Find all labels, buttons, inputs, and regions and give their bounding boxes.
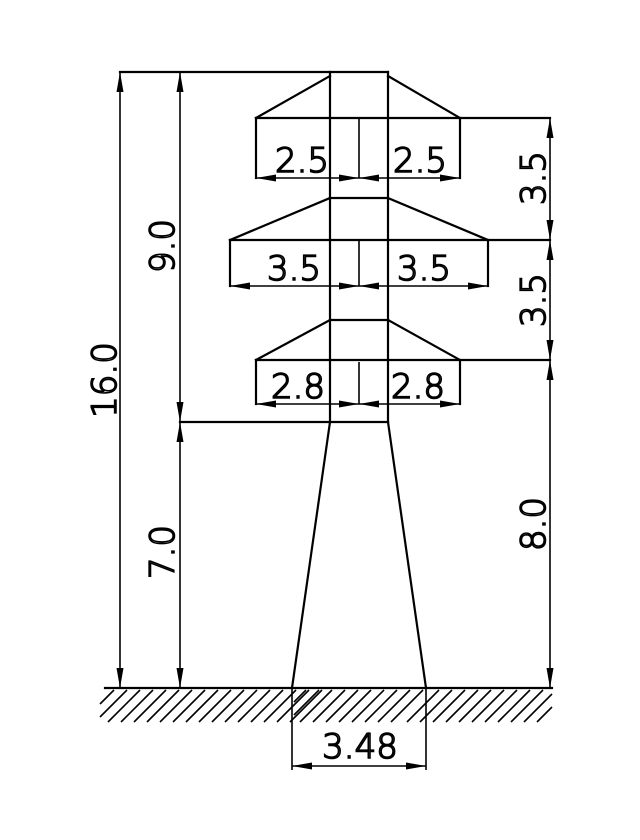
dim-lower-height: 7.0 bbox=[143, 525, 183, 579]
dim-arm-spacing-lower: 3.5 bbox=[514, 273, 554, 327]
hatch-line bbox=[390, 689, 424, 723]
hatch-line bbox=[99, 689, 128, 718]
hatch-line bbox=[293, 689, 320, 716]
dim-top-arm-left: 2.5 bbox=[275, 141, 329, 181]
dim-middle-arm-left: 3.5 bbox=[267, 249, 321, 289]
hatch-line bbox=[276, 689, 310, 723]
hatch-line bbox=[159, 689, 193, 723]
hatch-line bbox=[198, 689, 232, 723]
hatch-line bbox=[172, 689, 206, 723]
hatch-line bbox=[497, 689, 531, 723]
hatch-line bbox=[99, 689, 115, 705]
hatch-line bbox=[536, 706, 553, 723]
hatch-line bbox=[120, 689, 154, 723]
hatch-line bbox=[211, 689, 245, 723]
bottom-cross-arm bbox=[254, 318, 552, 406]
dim-base-width: 3.48 bbox=[322, 727, 398, 767]
dim-bottom-to-arm: 8.0 bbox=[514, 497, 554, 551]
dim-bottom-arm-left: 2.8 bbox=[271, 367, 325, 407]
hatch-line bbox=[471, 689, 505, 723]
hatch-line bbox=[250, 689, 284, 723]
hatch-line bbox=[458, 689, 492, 723]
dim-middle-arm-right: 3.5 bbox=[397, 249, 451, 289]
dim-bottom-arm-right: 2.8 bbox=[391, 367, 445, 407]
dimension-labels: 16.0 9.0 7.0 3.5 3.5 8.0 2.5 2.5 3.5 3.5… bbox=[84, 140, 555, 768]
top-cross-arm bbox=[254, 74, 552, 180]
dim-upper-height: 9.0 bbox=[143, 219, 183, 273]
hatch-line bbox=[237, 689, 271, 723]
ground-hatching bbox=[99, 689, 553, 723]
dim-top-arm-right: 2.5 bbox=[393, 141, 447, 181]
hatch-line bbox=[377, 689, 411, 723]
middle-cross-arm bbox=[228, 196, 552, 288]
hatch-line bbox=[406, 689, 440, 723]
hatch-line bbox=[133, 689, 167, 723]
hatch-line bbox=[325, 689, 359, 723]
hatch-line bbox=[445, 689, 479, 723]
dim-arm-spacing-upper: 3.5 bbox=[514, 151, 554, 205]
hatch-line bbox=[289, 689, 323, 723]
hatch-line bbox=[432, 689, 466, 723]
hatch-line bbox=[338, 689, 372, 723]
hatch-line bbox=[523, 693, 553, 723]
hatch-line bbox=[263, 689, 297, 723]
hatch-line bbox=[293, 689, 307, 703]
hatch-line bbox=[510, 689, 544, 723]
hatch-line bbox=[224, 689, 258, 723]
dimension-lines bbox=[116, 72, 554, 770]
dim-total-height: 16.0 bbox=[85, 342, 125, 418]
hatch-line bbox=[484, 689, 518, 723]
ground bbox=[99, 686, 554, 723]
hatch-line bbox=[351, 689, 385, 723]
hatch-line bbox=[419, 689, 453, 723]
tower-structure bbox=[118, 70, 552, 690]
hatch-line bbox=[185, 689, 219, 723]
hatch-line bbox=[364, 689, 398, 723]
hatch-line bbox=[312, 689, 346, 723]
hatch-line bbox=[107, 689, 141, 723]
hatch-line bbox=[299, 689, 333, 723]
hatch-line bbox=[146, 689, 180, 723]
